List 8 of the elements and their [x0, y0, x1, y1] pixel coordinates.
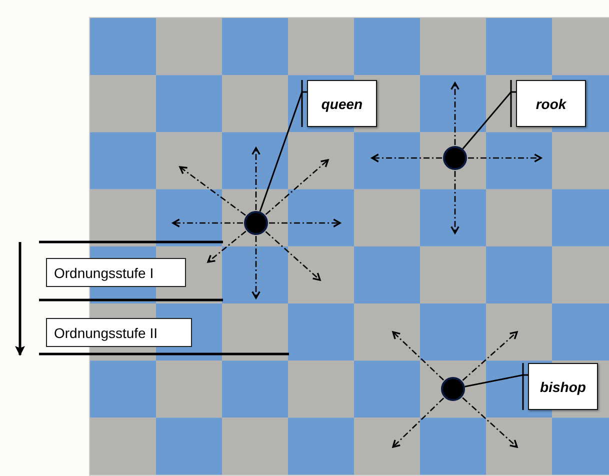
piece-label: bishop — [528, 363, 598, 410]
piece-label: rook — [516, 80, 586, 127]
leader-line — [464, 374, 528, 388]
leader-line — [462, 91, 516, 150]
level-label: Ordnungsstufe I — [46, 258, 186, 287]
level-label: Ordnungsstufe II — [46, 318, 192, 347]
piece-label: queen — [307, 80, 377, 127]
leader-line — [259, 91, 307, 212]
